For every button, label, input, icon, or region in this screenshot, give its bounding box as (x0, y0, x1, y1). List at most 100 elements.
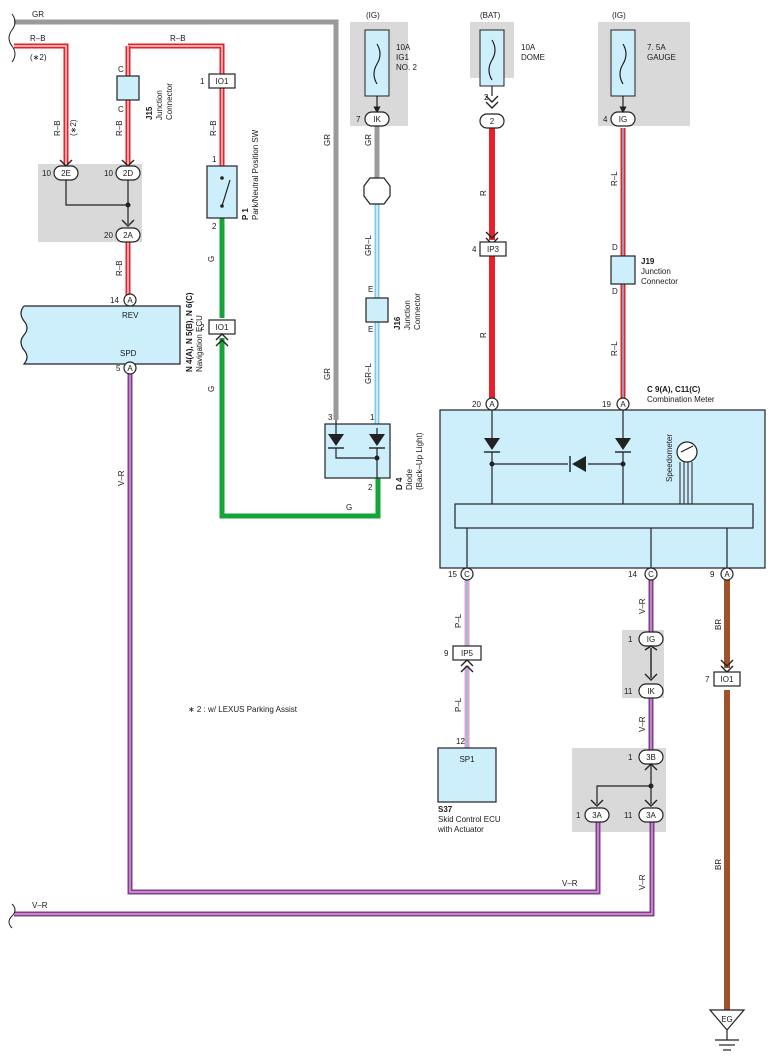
svg-text:IO1: IO1 (721, 675, 734, 684)
svg-text:IG: IG (619, 115, 627, 124)
svg-text:V–R: V–R (638, 874, 647, 890)
wire-g (219, 218, 381, 519)
svg-text:1: 1 (576, 811, 581, 820)
svg-text:11: 11 (624, 811, 633, 820)
junction-j15: C C J15 Junction Connector (116, 65, 174, 120)
svg-text:G: G (207, 386, 216, 392)
svg-text:2E: 2E (61, 169, 71, 178)
svg-text:GR: GR (323, 134, 332, 146)
svg-text:D 4: D 4 (395, 477, 404, 490)
skid-control-ecu: SP1 12 S37 Skid Control ECU with Actuato… (437, 737, 501, 834)
fuse-bat-source: (BAT) (480, 11, 501, 20)
ground-eg: EG (708, 1009, 746, 1051)
connector-ip3: IP3 4 (472, 231, 507, 257)
svg-text:2: 2 (368, 483, 373, 492)
svg-text:G: G (207, 256, 216, 262)
svg-text:SPD: SPD (120, 349, 137, 358)
svg-text:1: 1 (200, 77, 205, 86)
svg-text:(∗2): (∗2) (30, 53, 47, 62)
svg-text:2: 2 (200, 323, 205, 332)
svg-text:R–B: R–B (30, 34, 46, 43)
fuse-bat-rating: 10A (521, 43, 536, 52)
svg-text:BR: BR (714, 619, 723, 630)
switch-p1: 1 2 P 1 Park/Neutral Position SW (206, 129, 260, 231)
svg-text:3A: 3A (646, 811, 656, 820)
svg-text:P 1: P 1 (241, 208, 250, 220)
svg-text:Diode: Diode (405, 469, 414, 490)
connector-3a-left: 3A 1 (576, 807, 610, 823)
fuse-ig1: (IG) 10A IG1 NO. 2 (364, 11, 417, 114)
footnote: ∗ 2 : w/ LEXUS Parking Assist (188, 705, 298, 714)
svg-text:20: 20 (472, 400, 481, 409)
svg-text:2D: 2D (123, 169, 133, 178)
diode-d4: 3 1 2 D 4 Diode (Back–Up Light) (324, 413, 424, 492)
svg-text:1: 1 (212, 155, 217, 164)
svg-text:D: D (612, 287, 618, 296)
svg-text:20: 20 (104, 231, 113, 240)
svg-text:Junction: Junction (155, 90, 164, 120)
svg-text:V–R: V–R (562, 879, 578, 888)
svg-text:4: 4 (603, 115, 608, 124)
svg-text:9: 9 (444, 649, 449, 658)
svg-text:12: 12 (456, 737, 465, 746)
svg-text:2: 2 (490, 117, 495, 126)
svg-text:EG: EG (721, 1015, 733, 1024)
svg-text:GR: GR (32, 10, 44, 19)
svg-text:GR: GR (323, 368, 332, 380)
svg-text:Speedometer: Speedometer (665, 434, 674, 482)
svg-text:1: 1 (628, 753, 633, 762)
connector-3a-right: 3A 11 (624, 807, 664, 823)
svg-text:V–R: V–R (32, 901, 48, 910)
svg-text:1: 1 (628, 635, 633, 644)
svg-text:J15: J15 (145, 106, 154, 120)
svg-text:Connector: Connector (165, 83, 174, 120)
splice-dot (125, 202, 131, 208)
svg-text:E: E (368, 285, 373, 294)
junction-j16: E E J16 Junction Connector (365, 285, 422, 334)
svg-text:P–L: P–L (454, 697, 463, 712)
svg-text:(Back–Up Light): (Back–Up Light) (415, 432, 424, 490)
navigation-ecu: A 14 REV SPD A 5 N 4(A), N 5(B), N 6(C) … (20, 292, 204, 375)
svg-text:Junction: Junction (641, 267, 671, 276)
svg-text:P–L: P–L (454, 613, 463, 628)
svg-text:IO1: IO1 (216, 77, 229, 86)
connector-2d: 2D 10 (104, 159, 141, 181)
junction-j19: D D J19 Junction Connector (610, 243, 678, 296)
fuse-bat: (BAT) 10A DOME (479, 11, 545, 87)
connector-io1-b: IO1 2 (200, 319, 236, 347)
connector-ik-top: IK 7 (356, 111, 390, 127)
svg-text:Junction: Junction (403, 300, 412, 330)
splice-2e-2d (65, 180, 129, 224)
connector-ig-top: IG 4 (603, 111, 636, 127)
fuse-bat-name: DOME (521, 53, 545, 62)
svg-text:D: D (612, 243, 618, 252)
connector-3b: 3B 1 (590, 749, 664, 807)
svg-text:Combination Meter: Combination Meter (647, 395, 715, 404)
svg-text:(∗2): (∗2) (69, 119, 78, 136)
svg-text:3A: 3A (592, 811, 602, 820)
svg-text:7: 7 (705, 675, 710, 684)
wire-gr (14, 19, 380, 420)
svg-text:3: 3 (328, 413, 333, 422)
wire-joint (363, 177, 391, 205)
svg-text:C 9(A), C11(C): C 9(A), C11(C) (647, 385, 701, 394)
svg-text:Skid Control ECU: Skid Control ECU (438, 815, 501, 824)
svg-text:E: E (368, 325, 373, 334)
svg-text:Navigation ECU: Navigation ECU (195, 315, 204, 372)
connector-ip5: IP5 9 (444, 645, 482, 673)
svg-text:R–L: R–L (610, 171, 619, 186)
svg-text:7: 7 (356, 115, 361, 124)
svg-text:with Actuator: with Actuator (437, 825, 484, 834)
svg-text:IP5: IP5 (461, 649, 474, 658)
svg-text:A: A (127, 296, 133, 305)
connector-dome-2: 2 2 (479, 86, 505, 129)
connector-ig-mid: IG 1 (628, 631, 664, 681)
svg-text:V–R: V–R (638, 598, 647, 614)
svg-text:10: 10 (42, 169, 51, 178)
fuse-ig1-name2: NO. 2 (396, 63, 417, 72)
svg-text:R–B: R–B (53, 120, 62, 136)
svg-text:IP3: IP3 (487, 245, 500, 254)
svg-text:SP1: SP1 (459, 755, 475, 764)
svg-text:R–B: R–B (115, 260, 124, 276)
svg-text:IG: IG (647, 635, 655, 644)
